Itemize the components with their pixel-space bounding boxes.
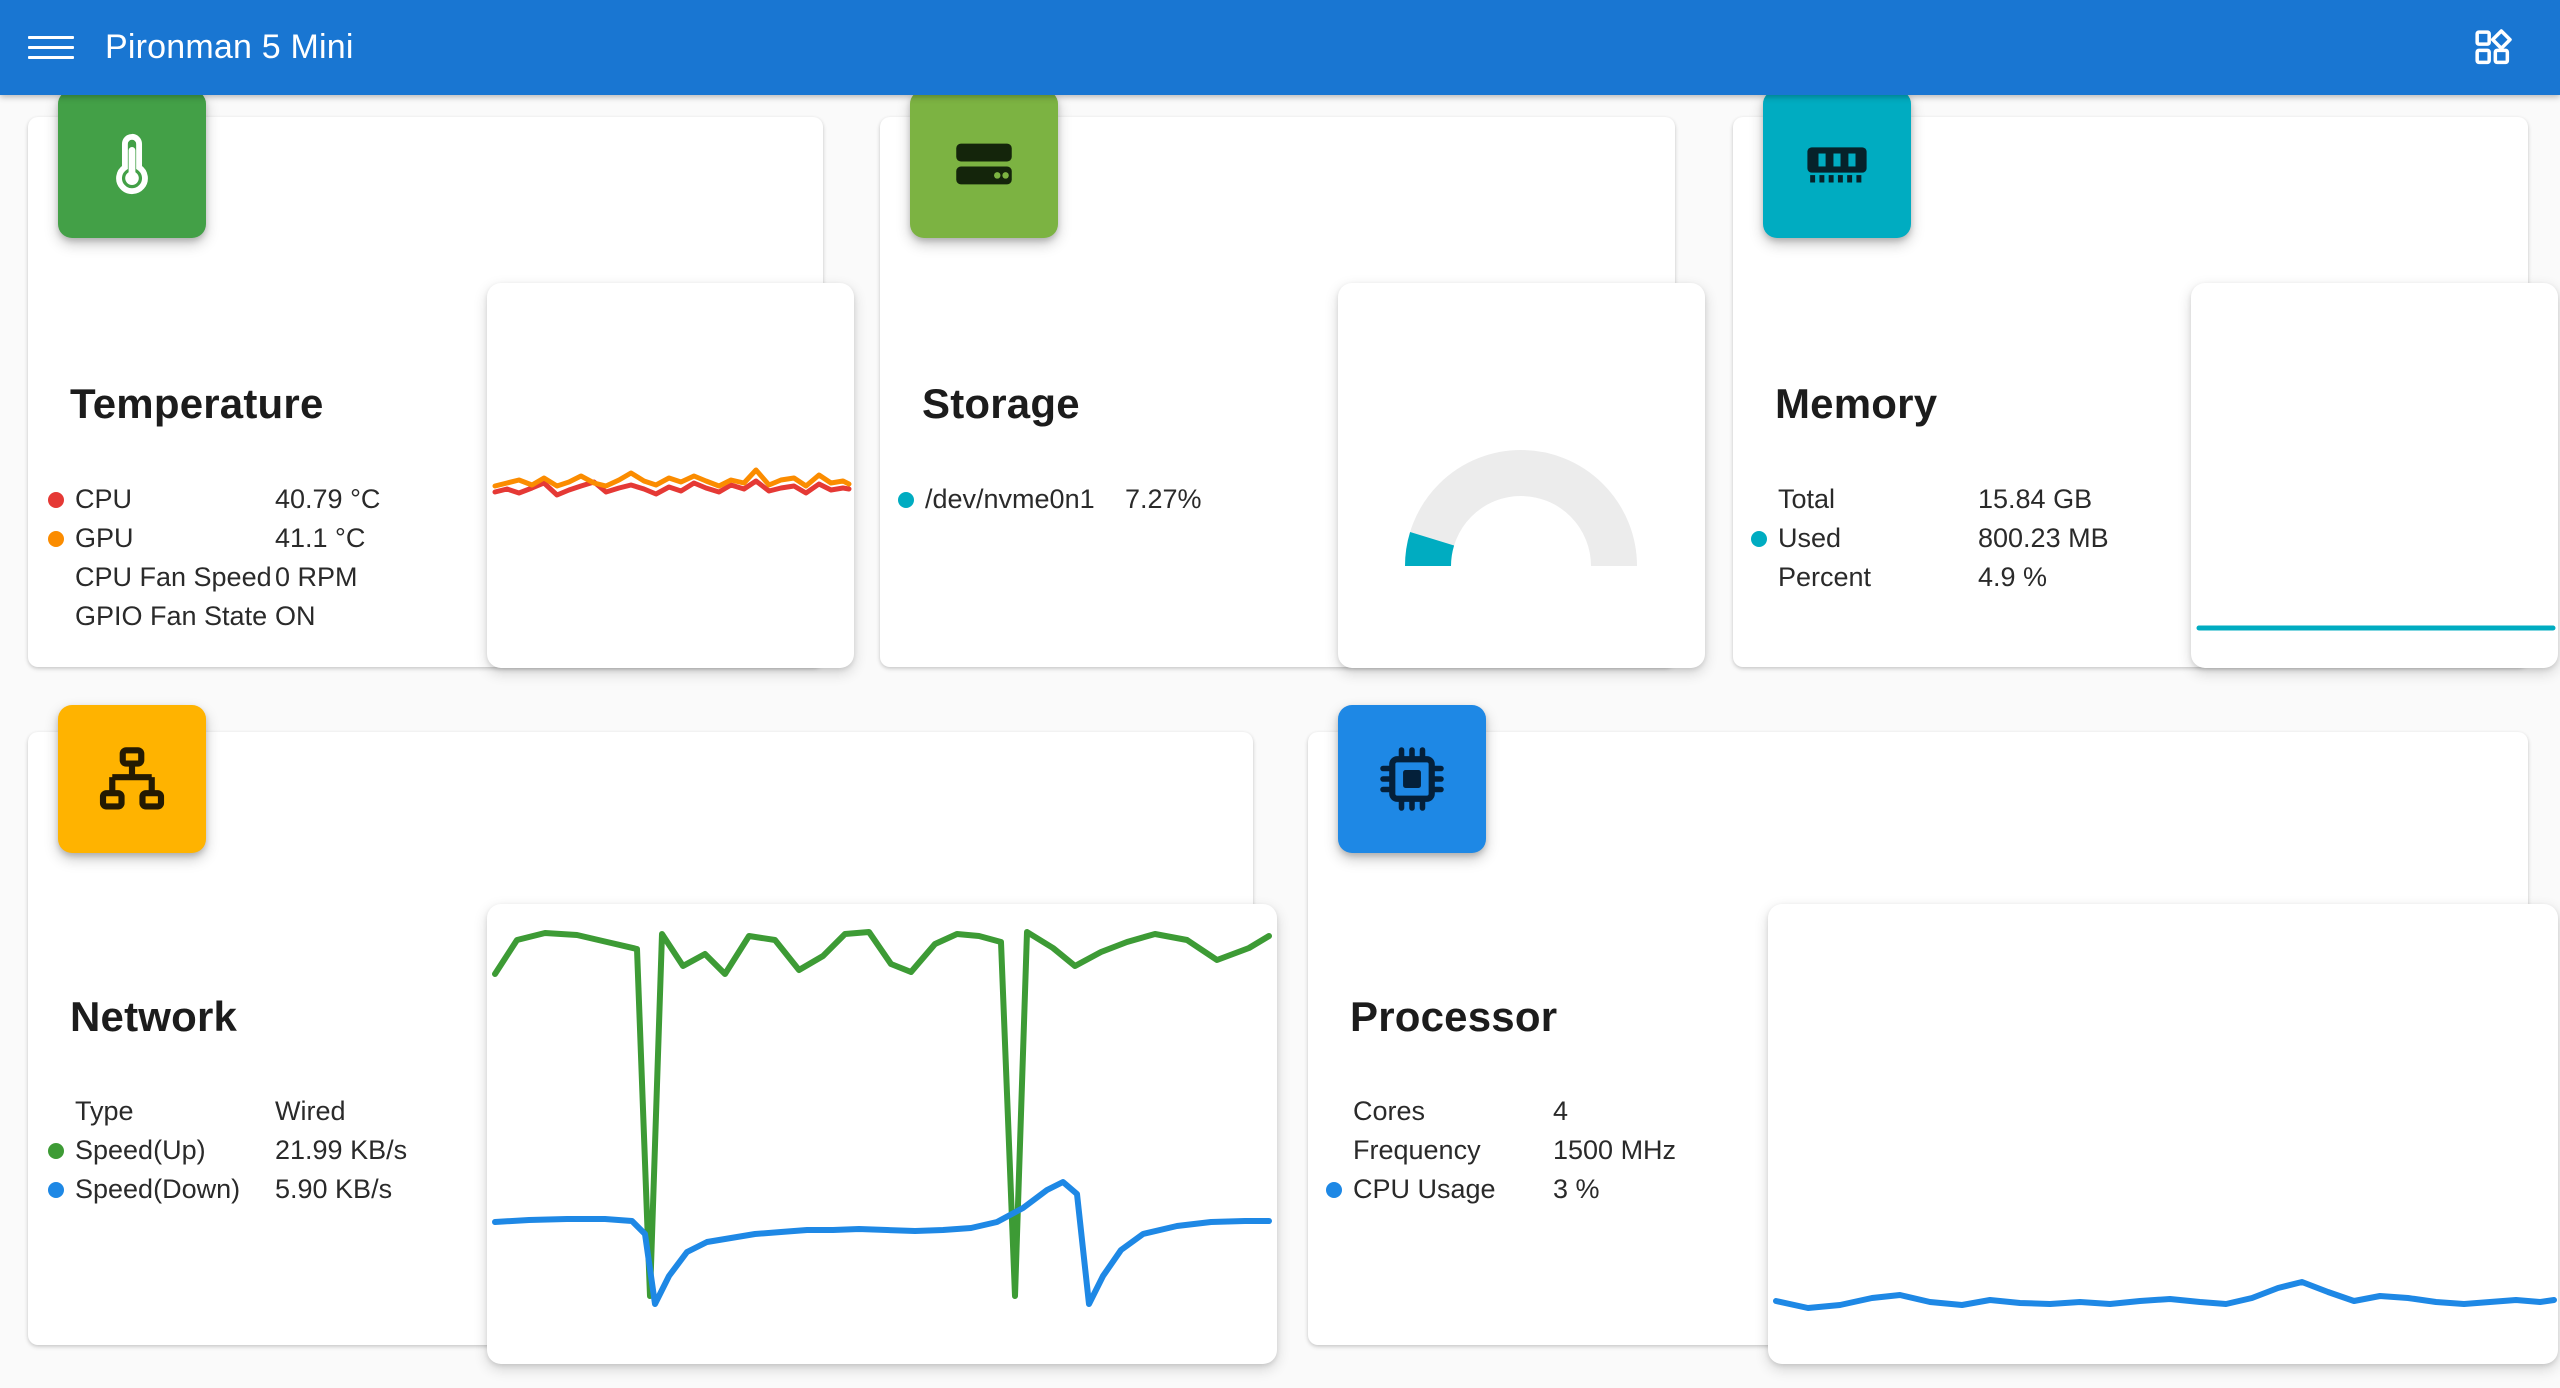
metric-row: Cores 4 (1326, 1092, 1676, 1131)
metric-value: ON (275, 601, 316, 631)
metric-label: CPU Fan Speed (75, 562, 272, 592)
metric-row: CPU 40.79 °C (48, 480, 380, 519)
metrics-storage: /dev/nvme0n1 7.27% (898, 480, 1202, 519)
metric-value: 15.84 GB (1978, 484, 2093, 514)
chart-temperature[interactable] (487, 283, 854, 668)
metric-row: Speed(Down) 5.90 KB/s (48, 1170, 407, 1209)
metric-row: Frequency 1500 MHz (1326, 1131, 1676, 1170)
metric-value: 21.99 KB/s (275, 1135, 408, 1165)
metric-label: /dev/nvme0n1 (925, 484, 1095, 514)
card-title-storage: Storage (922, 380, 1080, 427)
metric-row: Speed(Up) 21.99 KB/s (48, 1131, 407, 1170)
metric-label: CPU (75, 484, 133, 514)
metric-value: 4.9 % (1978, 562, 2048, 592)
metric-value: 3 % (1553, 1174, 1600, 1204)
legend-dot-placeholder (1326, 1143, 1342, 1159)
legend-dot (48, 1142, 64, 1159)
series-speed-up-line (492, 929, 1272, 1299)
chart-processor[interactable] (1768, 904, 2558, 1364)
gauge-track (1405, 450, 1637, 567)
metric-value: 0 RPM (275, 562, 358, 592)
metrics-memory: Total 15.84 GB Used 800.23 MB Percent 4.… (1751, 480, 2109, 597)
metric-value: 4 (1553, 1096, 1569, 1126)
series-cpu-usage-line (1773, 1279, 2557, 1311)
metric-value: 40.79 °C (275, 484, 381, 514)
metrics-processor: Cores 4 Frequency 1500 MHz CPU Usage 3 % (1326, 1092, 1676, 1209)
metric-value: Wired (275, 1096, 346, 1126)
legend-dot (48, 491, 64, 508)
metric-label: GPIO Fan State (75, 601, 268, 631)
metric-label: Used (1778, 523, 1842, 553)
series-speed-down-line (492, 1179, 1272, 1307)
thermometer-icon (58, 90, 206, 238)
memory-ram-icon (1763, 90, 1911, 238)
series-gpu-line (492, 467, 852, 489)
metric-row: GPIO Fan State ON (48, 597, 380, 636)
chart-network[interactable] (487, 904, 1277, 1364)
metric-row: Total 15.84 GB (1751, 480, 2109, 519)
metric-label: Speed(Up) (75, 1135, 206, 1165)
legend-dot (1326, 1181, 1342, 1198)
metric-row: Used 800.23 MB (1751, 519, 2109, 558)
metric-row: CPU Fan Speed 0 RPM (48, 558, 380, 597)
legend-dot-placeholder (48, 1104, 64, 1120)
metric-row: /dev/nvme0n1 7.27% (898, 480, 1202, 519)
legend-dot (48, 1181, 64, 1198)
chart-memory[interactable] (2191, 283, 2558, 668)
metric-value: 800.23 MB (1978, 523, 2109, 553)
metric-row: Percent 4.9 % (1751, 558, 2109, 597)
metric-value: 41.1 °C (275, 523, 366, 553)
metric-label: CPU Usage (1353, 1174, 1496, 1204)
metric-value: 7.27% (1125, 484, 1202, 514)
legend-dot-placeholder (48, 609, 64, 625)
card-title-processor: Processor (1350, 993, 1558, 1040)
gauge-fill (1405, 532, 1455, 567)
legend-dot-placeholder (1751, 492, 1767, 508)
chart-storage-gauge[interactable] (1338, 283, 1705, 668)
legend-dot (48, 530, 64, 547)
metric-label: Frequency (1353, 1135, 1481, 1165)
cpu-chip-icon (1338, 705, 1486, 853)
card-title-temperature: Temperature (70, 380, 324, 427)
metrics-temperature: CPU 40.79 °C GPU 41.1 °C CPU Fan Speed 0… (48, 480, 380, 636)
legend-dot (1751, 530, 1767, 547)
legend-dot-placeholder (1751, 570, 1767, 586)
metric-value: 5.90 KB/s (275, 1174, 393, 1204)
series-cpu-line (492, 478, 852, 498)
metric-label: Total (1778, 484, 1836, 514)
metric-value: 1500 MHz (1553, 1135, 1677, 1165)
metrics-network: Type Wired Speed(Up) 21.99 KB/s Speed(Do… (48, 1092, 407, 1209)
metric-row: GPU 41.1 °C (48, 519, 380, 558)
legend-dot-placeholder (1326, 1104, 1342, 1120)
metric-label: GPU (75, 523, 134, 553)
network-lan-icon (58, 705, 206, 853)
metric-label: Speed(Down) (75, 1174, 241, 1204)
dashboard-widgets-icon[interactable] (2472, 27, 2514, 69)
metric-label: Cores (1353, 1096, 1426, 1126)
metric-label: Percent (1778, 562, 1872, 592)
card-title-network: Network (70, 993, 238, 1040)
metric-row: CPU Usage 3 % (1326, 1170, 1676, 1209)
legend-dot-placeholder (48, 570, 64, 586)
hard-drive-icon (910, 90, 1058, 238)
metric-label: Type (75, 1096, 134, 1126)
dashboard-board: Temperature CPU 40.79 °C GPU 41.1 °C CPU… (0, 90, 2560, 1388)
page-title: Pironman 5 Mini (105, 28, 354, 66)
hamburger-menu-icon[interactable] (28, 31, 74, 65)
metric-row: Type Wired (48, 1092, 407, 1131)
card-title-memory: Memory (1775, 380, 1938, 427)
app-header: Pironman 5 Mini (0, 0, 2560, 95)
legend-dot (898, 491, 914, 508)
